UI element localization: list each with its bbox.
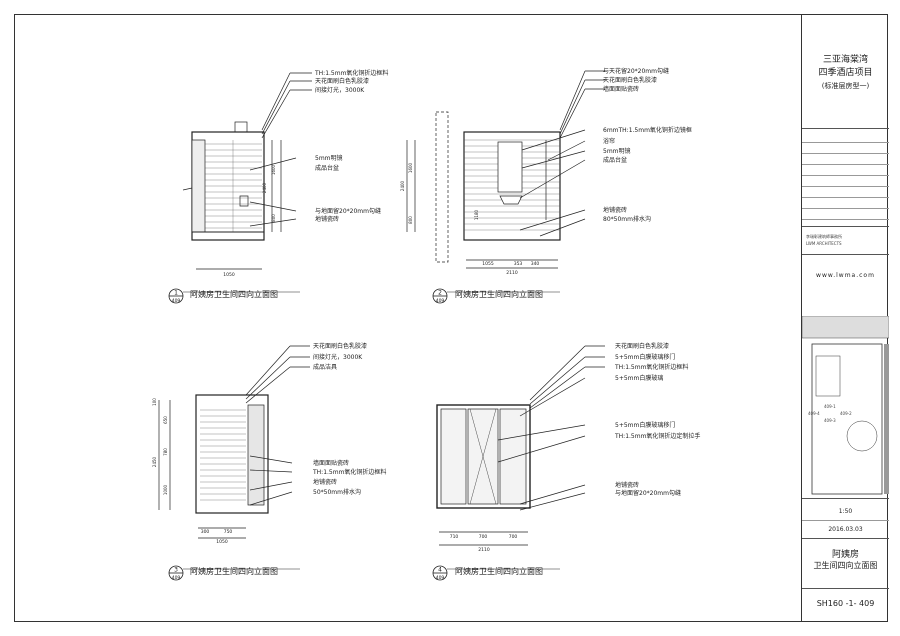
view-2-dim: 340 [531,261,540,267]
view-3-dim: 650 [163,416,168,424]
view-3-dim: 1050 [216,539,228,545]
view-1-number: 1 [174,290,178,297]
view-1-note: TH:1.5mm氧化铜折边框料 [314,69,388,77]
view-1-title: 阿姨房卫生间四向立面图 [190,289,278,299]
view-2-note: 5mm明镜 [603,147,631,155]
title-block: 三亚海棠湾 四季酒店项目 (标准层房型一) 李瑞彰建筑師事務所 LWM ARCH… [801,14,890,622]
view-2-note: 成品台盆 [603,156,627,164]
key-label-2: 409-2 [840,411,852,416]
view-1-note: 间接灯光，3000K [315,86,365,94]
date-value: 2016.03.03 [828,526,863,533]
view-4-note: 天花面刷白色乳胶漆 [615,342,669,350]
view-1-note: 成品台盆 [315,164,339,172]
project-line-1: 三亚海棠湾 [822,55,868,65]
view-3-note: 成品洁具 [313,363,337,371]
view-1-note: 地铺瓷砖 [315,215,339,223]
view-4-note: TH:1.5mm氧化铜折边框料 [614,363,688,371]
view-2-note: 80*50mm排水沟 [603,215,651,223]
view-3-dim: 100 [152,398,157,406]
project-line-2: 四季酒店项目 [818,68,873,78]
view-3-note: 间接灯光，3000K [313,353,363,361]
view-2-dim: 1055 [482,261,494,267]
drawing-title-1: 阿姨房 [831,550,859,560]
view-4-sheet: 409 [436,575,445,581]
view-2-note: 浴帘 [603,137,615,145]
view-2-dim: 800 [408,216,413,224]
view-4-dim: 2110 [478,547,490,553]
view-2-dim: 1600 [408,162,413,173]
view-3-note: 天花面刷白色乳胶漆 [313,342,367,350]
key-label-3: 409-3 [824,418,836,423]
key-label-1: 409-1 [824,404,836,409]
view-4-title: 阿姨房卫生间四向立面图 [455,566,543,576]
view-4-dim: 700 [479,534,488,540]
firm-name-en: LWM ARCHITECTS [806,241,842,246]
view-2-title: 阿姨房卫生间四向立面图 [455,289,543,299]
view-2-note: 墙面面贴瓷砖 [603,85,639,93]
view-badges [168,288,560,581]
view-3-number: 3 [174,567,178,574]
view-2-number: 2 [438,290,442,297]
view-3-dim: 780 [163,448,168,456]
view-3-note: 地铺瓷砖 [313,478,337,486]
view-2-note: 天花面刷白色乳胶漆 [603,76,657,84]
view-4-note: 5+5mm白膜玻璃移门 [615,421,675,429]
drawing-number: SH160 -1- 409 [816,599,875,608]
view-4-note: 地铺瓷砖 [615,481,639,489]
key-plan [801,315,890,496]
view-4-dim: 700 [509,534,518,540]
drawing-texts: TH:1.5mm氧化铜折边框料天花面刷白色乳胶漆间接灯光，3000K5mm明镜成… [152,67,700,581]
view-4-dim: 710 [450,534,459,540]
view-3-elevation [158,345,310,539]
drawing-title-2: 卫生间四向立面图 [813,561,878,570]
view-1-note: 5mm明镜 [315,154,343,162]
key-label-4: 409-4 [808,411,820,416]
view-1-dim: 1600 [271,164,276,175]
view-3-note: TH:1.5mm氧化铜折边框料 [312,468,386,476]
firm-name-cn: 李瑞彰建筑師事務所 [806,234,842,239]
view-3-sheet: 409 [172,575,181,581]
view-3-dim: 750 [224,529,233,535]
view-1-note: 天花面刷白色乳胶漆 [315,77,369,85]
view-4-note: TH:1.5mm氧化铜折边定制拉手 [614,432,700,440]
view-1-dim: 1050 [223,272,235,278]
view-3-dim: 300 [201,529,210,535]
view-2-elevation [406,70,605,269]
view-3-dim: 2450 [152,456,157,467]
view-3-dim: 1000 [163,484,168,495]
view-4-elevation [436,345,605,546]
view-4-note: 5+5mm白膜玻璃移门 [615,353,675,361]
view-1-dim: 800 [271,214,276,222]
view-2-dim: 2400 [400,180,405,191]
view-1-note: 与地面留20*20mm勾缝 [315,207,381,215]
view-2-dim: 2110 [506,270,518,276]
view-1-dim: 2400 [262,182,267,193]
view-1-sheet: 409 [172,298,181,304]
view-3-note: 50*50mm排水沟 [313,488,361,496]
view-2-note: 6mmTH:1.5mm氧化铜折边镜框 [603,126,692,134]
firm-website: www.lwma.com [816,272,875,279]
view-2-dim: 1180 [474,209,479,220]
view-1-elevation [182,72,312,270]
scale-value: 1:50 [838,508,853,515]
view-3-title: 阿姨房卫生间四向立面图 [190,566,278,576]
view-4-note: 5+5mm白膜玻璃 [615,374,663,382]
view-2-note: 与天花留20*20mm勾缝 [603,67,669,75]
view-2-dim: 353 [514,261,523,267]
view-4-note: 与地面留20*20mm勾缝 [615,489,681,497]
view-3-note: 墙面面贴瓷砖 [313,459,349,467]
view-2-note: 地铺瓷砖 [603,206,627,214]
view-4-number: 4 [438,567,442,574]
project-line-3: (标准层房型一) [821,82,870,90]
view-2-sheet: 409 [436,298,445,304]
